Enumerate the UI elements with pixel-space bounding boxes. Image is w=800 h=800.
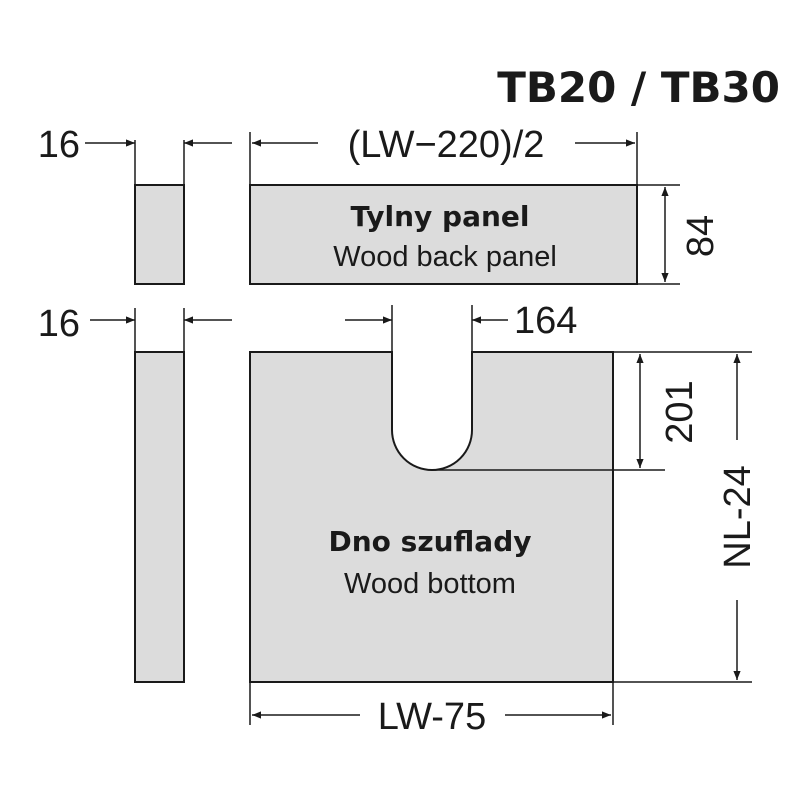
diagram-title: TB20 / TB30	[497, 63, 780, 112]
back-panel-height-dim: 84	[680, 215, 722, 257]
back-panel-width-dim: (LW−220)/2	[348, 124, 545, 166]
bottom-panel-label-pl: Dno szuflady	[329, 525, 532, 558]
bottom-panel-label-en: Wood bottom	[344, 568, 516, 600]
bottom-width-dim: LW-75	[378, 696, 486, 738]
back-panel-thickness-dim: 16	[38, 124, 80, 166]
slot-depth-dim: 201	[659, 380, 701, 443]
back-panel: (LW−220)/2 84 Tylny panel Wood back pane…	[249, 124, 722, 285]
back-panel-label-en: Wood back panel	[333, 241, 557, 273]
bottom-panel-side-view: 16	[38, 303, 232, 683]
slot-width-dim: 164	[514, 300, 577, 342]
bottom-panel-thickness-dim: 16	[38, 303, 80, 345]
back-panel-side-view: 16	[38, 124, 232, 285]
back-panel-label-pl: Tylny panel	[350, 200, 529, 233]
bottom-depth-dim: NL-24	[717, 465, 759, 569]
bottom-panel: 164 201 NL-24 LW-75 Dno szuflady Wood bo…	[249, 300, 759, 738]
